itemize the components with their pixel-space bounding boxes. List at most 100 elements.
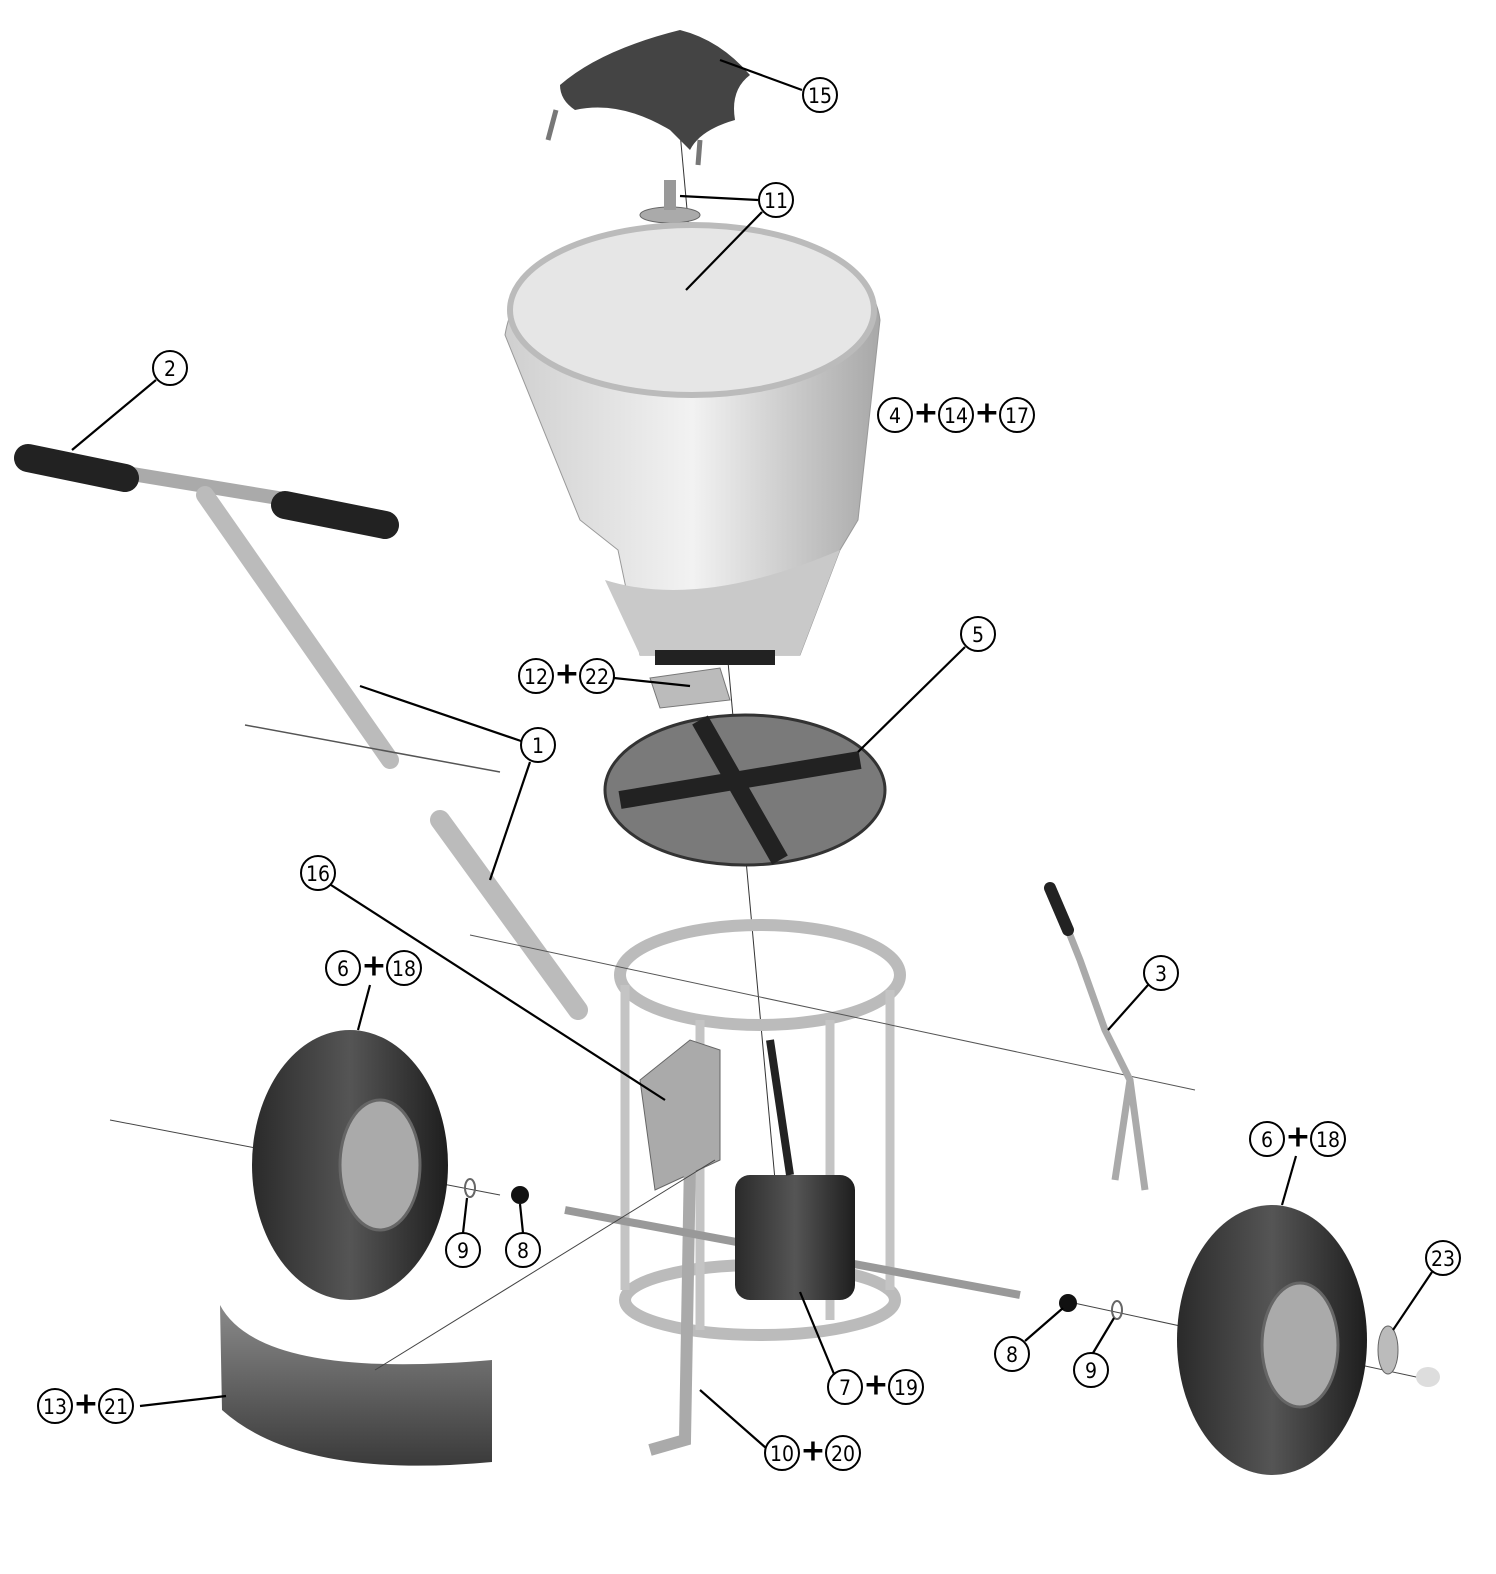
callout-circle (825, 1435, 861, 1471)
leader-line (1107, 984, 1149, 1031)
part-number: 17 (1005, 404, 1029, 428)
callout-circle (325, 950, 361, 986)
leader-line (1392, 1271, 1433, 1331)
callout-circle (1425, 1240, 1461, 1276)
callout-circle (827, 1369, 863, 1405)
top-shield (545, 30, 750, 166)
plus-sign: + (1285, 1120, 1310, 1155)
left-wheel (109, 1030, 529, 1300)
part-number: 18 (1316, 1128, 1340, 1152)
leader-line (1092, 1317, 1115, 1354)
part-number: 4 (889, 404, 901, 428)
callout-circle (518, 658, 554, 694)
callout-circle (960, 616, 996, 652)
callout-circle (999, 397, 1035, 433)
plus-sign: + (974, 396, 999, 431)
leader-line (461, 1197, 469, 1234)
part-number: 2 (164, 357, 176, 381)
control-lever (1044, 882, 1149, 1191)
plus-sign: + (863, 1368, 888, 1403)
callout-circle (994, 1336, 1030, 1372)
callout-circle (505, 1232, 541, 1268)
callout-left-washer: 9 (445, 1197, 481, 1268)
part-number: 9 (1085, 1359, 1097, 1383)
part-number: 20 (831, 1442, 855, 1466)
part-number: 22 (585, 665, 609, 689)
part-number: 6 (1261, 1128, 1273, 1152)
leader-line (699, 1389, 767, 1449)
flow-gate (649, 667, 731, 709)
part-number: 14 (944, 404, 968, 428)
leader-line (1280, 1155, 1298, 1206)
callout-frame-bracket: 16 (300, 855, 666, 1101)
callout-deflector-guard: 13+21 (37, 1387, 227, 1424)
callout-circle (938, 397, 974, 433)
leader-line (139, 1394, 227, 1408)
part-number: 16 (306, 862, 330, 886)
plus-sign: + (800, 1434, 825, 1469)
right-wheel (1059, 1205, 1440, 1475)
callout-circle (764, 1435, 800, 1471)
leader-line (798, 1291, 836, 1375)
part-number: 9 (457, 1239, 469, 1263)
leader-line (719, 58, 803, 92)
callout-circle (802, 77, 838, 113)
callout-right-bearing: 8 (994, 1307, 1064, 1372)
part-number: 5 (972, 623, 984, 647)
part-number: 1 (532, 734, 544, 758)
callout-hopper: 4 +14+17 (877, 396, 1035, 433)
leader-line (356, 984, 372, 1031)
plus-sign: + (913, 396, 938, 431)
callout-handle-tubes: 1 (359, 684, 556, 881)
callout-gearbox: 7 +19 (798, 1291, 924, 1405)
callout-handle-bar: 2 (71, 350, 188, 451)
callout-circle (445, 1232, 481, 1268)
gearbox (735, 1039, 855, 1300)
part-number: 7 (839, 1376, 851, 1400)
part-number: 18 (392, 957, 416, 981)
plus-sign: + (73, 1387, 98, 1422)
leader-line (359, 684, 522, 743)
callout-right-wheel: 6 +18 (1249, 1120, 1346, 1206)
frame (469, 919, 1196, 1456)
callout-left-wheel: 6+18 (325, 949, 422, 1031)
callout-circle (386, 950, 422, 986)
callout-spinner-plate: 5 (857, 616, 996, 753)
callout-agitator-and-washer: 11 (679, 182, 794, 291)
leader-line (685, 211, 763, 291)
spinner-plate (603, 713, 887, 867)
part-number: 11 (764, 189, 788, 213)
part-number: 23 (1431, 1247, 1455, 1271)
callout-left-bearing: 8 (505, 1203, 541, 1268)
part-number: 3 (1155, 962, 1167, 986)
part-number: 19 (894, 1376, 918, 1400)
callout-circle (37, 1388, 73, 1424)
callout-kickstand: 10+20 (699, 1389, 861, 1471)
callout-circle (877, 397, 913, 433)
part-number: 10 (770, 1442, 794, 1466)
callout-circle (152, 350, 188, 386)
callout-right-washer: 9 (1073, 1317, 1115, 1388)
leader-line (488, 761, 532, 881)
callout-circle (1073, 1352, 1109, 1388)
callout-hitch-pin: 23 (1392, 1240, 1461, 1331)
part-number: 13 (43, 1395, 67, 1419)
plus-sign: + (554, 657, 579, 692)
part-number: 12 (524, 665, 548, 689)
hopper (504, 222, 881, 665)
handle-bar (14, 444, 501, 773)
callout-circle (1310, 1121, 1346, 1157)
callout-control-lever: 3 (1107, 955, 1179, 1031)
leader-line (1024, 1307, 1064, 1342)
part-number: 21 (104, 1395, 128, 1419)
plus-sign: + (361, 949, 386, 984)
callout-circle (888, 1369, 924, 1405)
callout-flow-gate: 12+22 (518, 657, 691, 694)
callout-top-shield: 15 (719, 58, 838, 113)
leader-line (71, 379, 157, 451)
callout-circle (520, 727, 556, 763)
leader-line (613, 676, 691, 688)
leader-line (679, 194, 759, 202)
